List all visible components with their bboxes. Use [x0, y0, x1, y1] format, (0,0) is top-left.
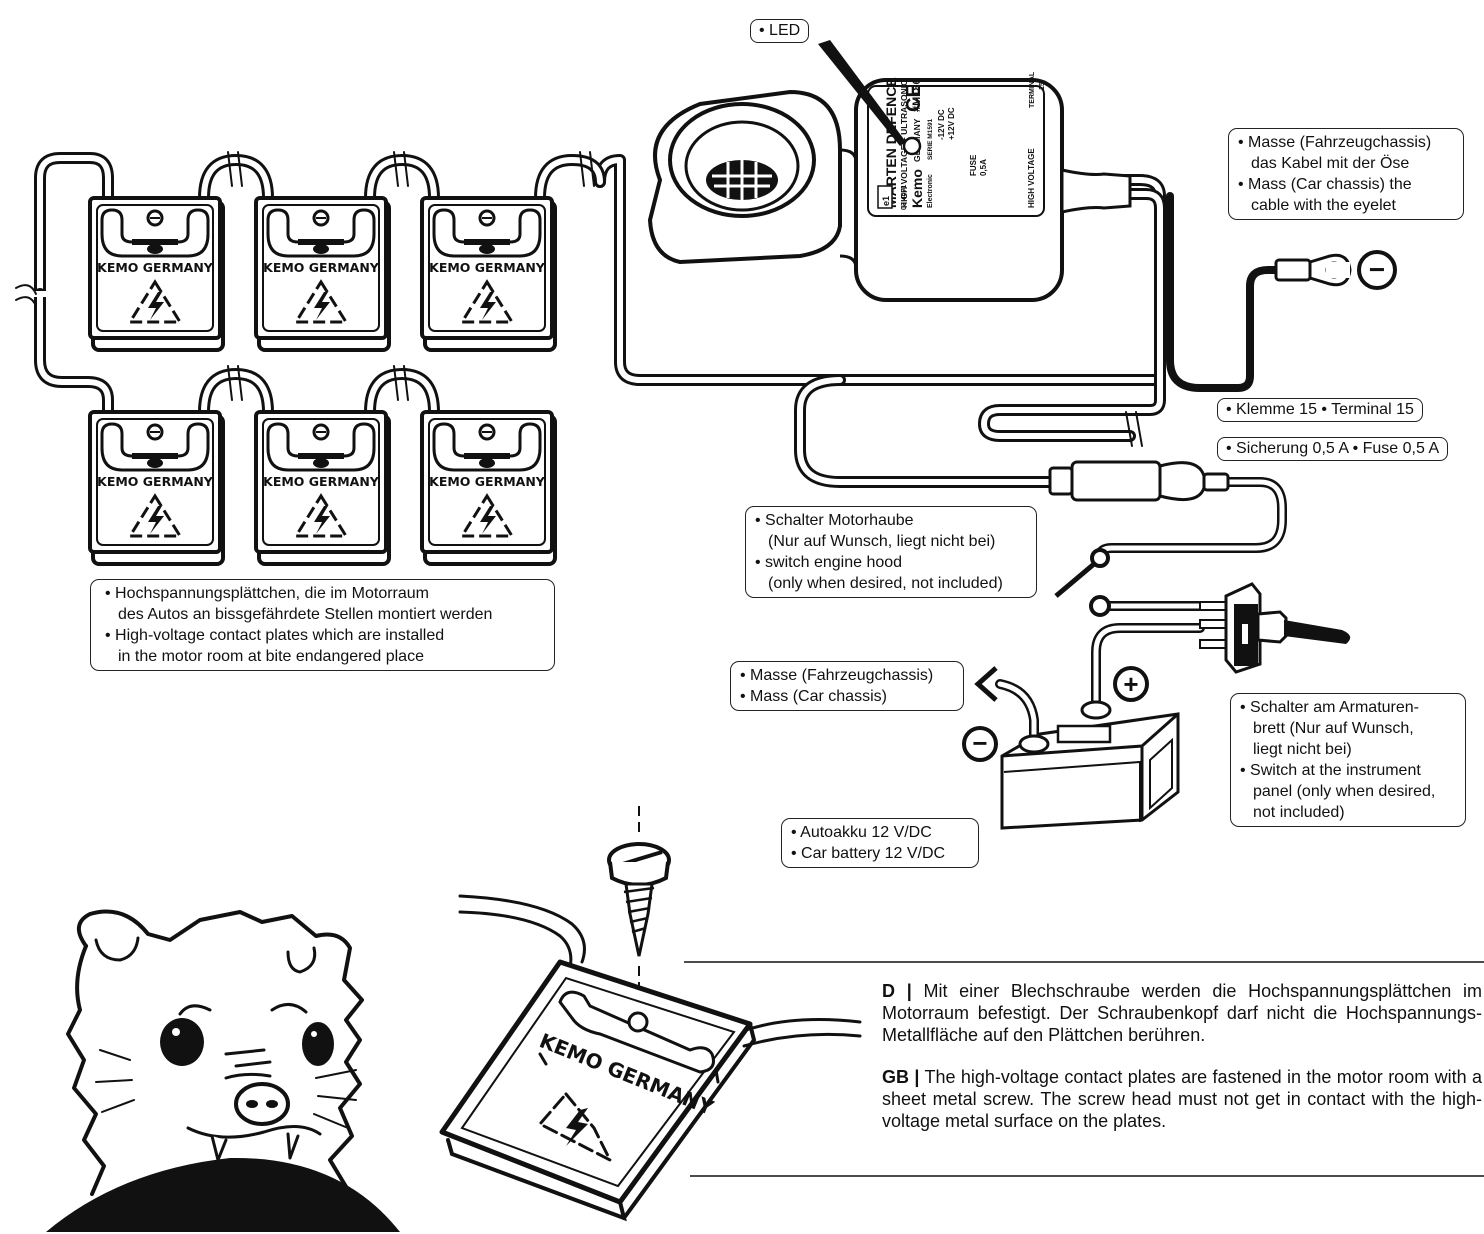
- car-battery-icon: [1000, 700, 1180, 830]
- module-terminal-num: 15: [1039, 82, 1046, 90]
- fuse-label: • Sicherung 0,5 A • Fuse 0,5 A: [1217, 437, 1449, 461]
- module-fuse-label: FUSE: [969, 154, 978, 176]
- ground-top-line-1: • Masse (Fahrzeugchassis): [1238, 134, 1432, 151]
- svg-text:−: −: [1369, 254, 1385, 285]
- instruction-de: D | Mit einer Blechschraube werden die H…: [882, 980, 1482, 1046]
- plus-symbol-icon: +: [1113, 666, 1149, 702]
- module-fuse-value: 0,5A: [979, 159, 988, 176]
- terminal-label: • Klemme 15 • Terminal 15: [1217, 398, 1423, 422]
- speaker-grille-icon: [706, 160, 778, 200]
- ring-terminal: [1274, 253, 1352, 287]
- dash-switch-line-3: liegt nicht bei): [1253, 741, 1352, 758]
- battery-label: • Autoakku 12 V/DC • Car battery 12 V/DC: [781, 818, 979, 868]
- ground-left-line-1: • Masse (Fahrzeugchassis): [740, 667, 934, 684]
- hood-switch-line-3: • switch engine hood: [755, 554, 903, 571]
- module-code-a: e1: [881, 196, 891, 206]
- svg-text:−: −: [972, 728, 987, 758]
- hood-switch-line-4: (only when desired, not included): [768, 575, 1003, 592]
- contact-plates: [90, 198, 555, 564]
- contact-plate: [422, 412, 555, 564]
- led-label: • LED: [750, 19, 810, 43]
- module-hv: HIGH VOLTAGE: [1027, 148, 1036, 208]
- module-electronic: Electronic: [927, 174, 934, 208]
- plates-label: • Hochspannungsplättchen, die im Motorra…: [90, 579, 555, 671]
- plates-line-4: in the motor room at bite endangered pla…: [118, 648, 424, 665]
- plates-line-3: • High-voltage contact plates which are …: [105, 627, 445, 644]
- module-model: #M186: [911, 78, 923, 112]
- hood-switch-icon: [1054, 548, 1111, 617]
- led-pointer: [818, 40, 906, 146]
- right-eye-icon: [302, 1022, 334, 1066]
- plates-line-2: des Autos an bissgefährdete Stellen mont…: [118, 606, 493, 623]
- svg-text:+: +: [1123, 669, 1138, 699]
- marten-illustration: [46, 909, 400, 1232]
- ground-left-label: • Masse (Fahrzeugchassis) • Mass (Car ch…: [730, 661, 964, 711]
- instruction-gb: GB | The high-voltage contact plates are…: [882, 1066, 1482, 1132]
- module-volt-a: -12V DC: [937, 109, 946, 140]
- battery-line-1: • Autoakku 12 V/DC: [791, 824, 932, 841]
- mounted-contact-plate: KEMO GERMANY: [439, 894, 862, 1222]
- marten-defence-module: MARTEN DEFENCE HIGH VOLTAGE + ULTRASONIC…: [647, 71, 1132, 302]
- module-brand: Kemo: [909, 169, 925, 208]
- hood-switch-line-2: (Nur auf Wunsch, liegt nicht bei): [768, 533, 996, 550]
- wires: [11, 151, 1292, 743]
- led-indicator-icon: [902, 136, 922, 156]
- ground-top-line-3: • Mass (Car chassis) the: [1238, 176, 1412, 193]
- module-serie: SERIE M1591: [927, 118, 934, 160]
- sheet-metal-screw-icon: [607, 806, 671, 1006]
- module-code-b: 03 4071: [901, 185, 908, 210]
- instruction-de-text: Mit einer Blechschraube werden die Hochs…: [882, 981, 1482, 1045]
- minus-symbol-icon: −: [1357, 250, 1397, 290]
- contact-plate: [90, 198, 223, 350]
- dash-switch-label: • Schalter am Armaturen- brett (Nur auf …: [1230, 693, 1466, 827]
- dash-switch-line-2: brett (Nur auf Wunsch,: [1253, 720, 1414, 737]
- fuse-holder: [1048, 460, 1230, 502]
- battery-line-2: • Car battery 12 V/DC: [791, 845, 946, 862]
- ground-arrow-icon: [974, 666, 998, 702]
- contact-plate: [422, 198, 555, 350]
- hood-switch-line-1: • Schalter Motorhaube: [755, 512, 914, 529]
- instruction-gb-tag: GB |: [882, 1067, 920, 1087]
- module-terminal-label: TERMINAL: [1029, 71, 1036, 108]
- contact-plate: [256, 412, 389, 564]
- module-volt-b: +12V DC: [947, 107, 956, 140]
- nose-icon: [234, 1082, 290, 1126]
- contact-plate: [256, 198, 389, 350]
- hood-switch-label: • Schalter Motorhaube (Nur auf Wunsch, l…: [745, 506, 1037, 598]
- instruction-de-tag: D |: [882, 981, 912, 1001]
- module-title: MARTEN DEFENCE: [883, 77, 899, 208]
- contact-plate: [90, 412, 223, 564]
- instructions-text: D | Mit einer Blechschraube werden die H…: [882, 980, 1482, 1152]
- ground-top-line-2: das Kabel mit der Öse: [1251, 155, 1410, 172]
- ground-left-line-2: • Mass (Car chassis): [740, 688, 887, 705]
- dash-switch-line-4: • Switch at the instrument: [1240, 762, 1421, 779]
- ground-top-line-4: cable with the eyelet: [1251, 197, 1396, 214]
- dash-switch-line-6: not included): [1253, 804, 1345, 821]
- dash-switch-line-1: • Schalter am Armaturen-: [1240, 699, 1419, 716]
- instruction-gb-text: The high-voltage contact plates are fast…: [882, 1067, 1482, 1131]
- ce-mark: CE: [903, 84, 925, 112]
- plates-line-1: • Hochspannungsplättchen, die im Motorra…: [105, 585, 429, 602]
- left-eye-icon: [160, 1018, 204, 1066]
- dash-switch-line-5: panel (only when desired,: [1253, 783, 1436, 800]
- dashboard-toggle-switch-icon: [1199, 582, 1351, 674]
- ground-top-label: • Masse (Fahrzeugchassis) das Kabel mit …: [1228, 128, 1464, 220]
- minus-symbol-icon: −: [962, 726, 998, 762]
